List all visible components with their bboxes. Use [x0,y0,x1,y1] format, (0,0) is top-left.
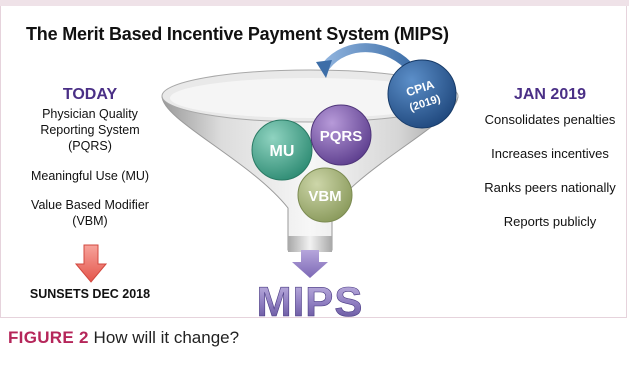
today-column: TODAY Physician Quality Reporting System… [6,86,174,229]
today-item: (PQRS) [68,139,112,153]
today-heading: TODAY [62,86,118,103]
today-item: Physician Quality [42,107,138,121]
purple-down-arrow-icon [292,250,328,278]
figure-title: The Merit Based Incentive Payment System… [26,24,449,44]
vbm-circle: VBM [297,167,353,223]
mips-output-label: MIPS [257,278,364,318]
today-item: Meaningful Use (MU) [30,169,150,183]
mu-label: MU [270,143,295,160]
top-accent-bar [0,0,629,6]
jan2019-item: Consolidates penalties [484,112,616,127]
jan2019-item: Increases incentives [491,146,609,161]
down-arrow-icon [75,244,107,283]
pqrs-circle: PQRS [310,104,372,166]
figure-caption: FIGURE 2 How will it change? [8,328,239,348]
sunsets-label: SUNSETS DEC 2018 [29,287,151,301]
today-item: Value Based Modifier [31,198,149,212]
curved-arrow-icon [321,43,417,75]
pqrs-label: PQRS [320,128,363,145]
today-item: (VBM) [72,214,108,228]
jan2019-item: Reports publicly [503,214,597,229]
jan2019-column: JAN 2019 Consolidates penalties Increase… [470,86,629,230]
today-item: Reporting System [40,123,140,137]
vbm-label: VBM [308,188,341,205]
figure-number: FIGURE 2 [8,328,89,347]
mips-funnel-graphic: MU PQRS VBM CPIA (2019) MIPS [161,43,459,318]
jan2019-item: Ranks peers nationally [484,180,616,195]
jan2019-heading: JAN 2019 [513,86,587,103]
mu-circle: MU [251,119,313,181]
cpia-circle: CPIA (2019) [387,59,457,129]
figure-caption-text: How will it change? [93,328,240,347]
